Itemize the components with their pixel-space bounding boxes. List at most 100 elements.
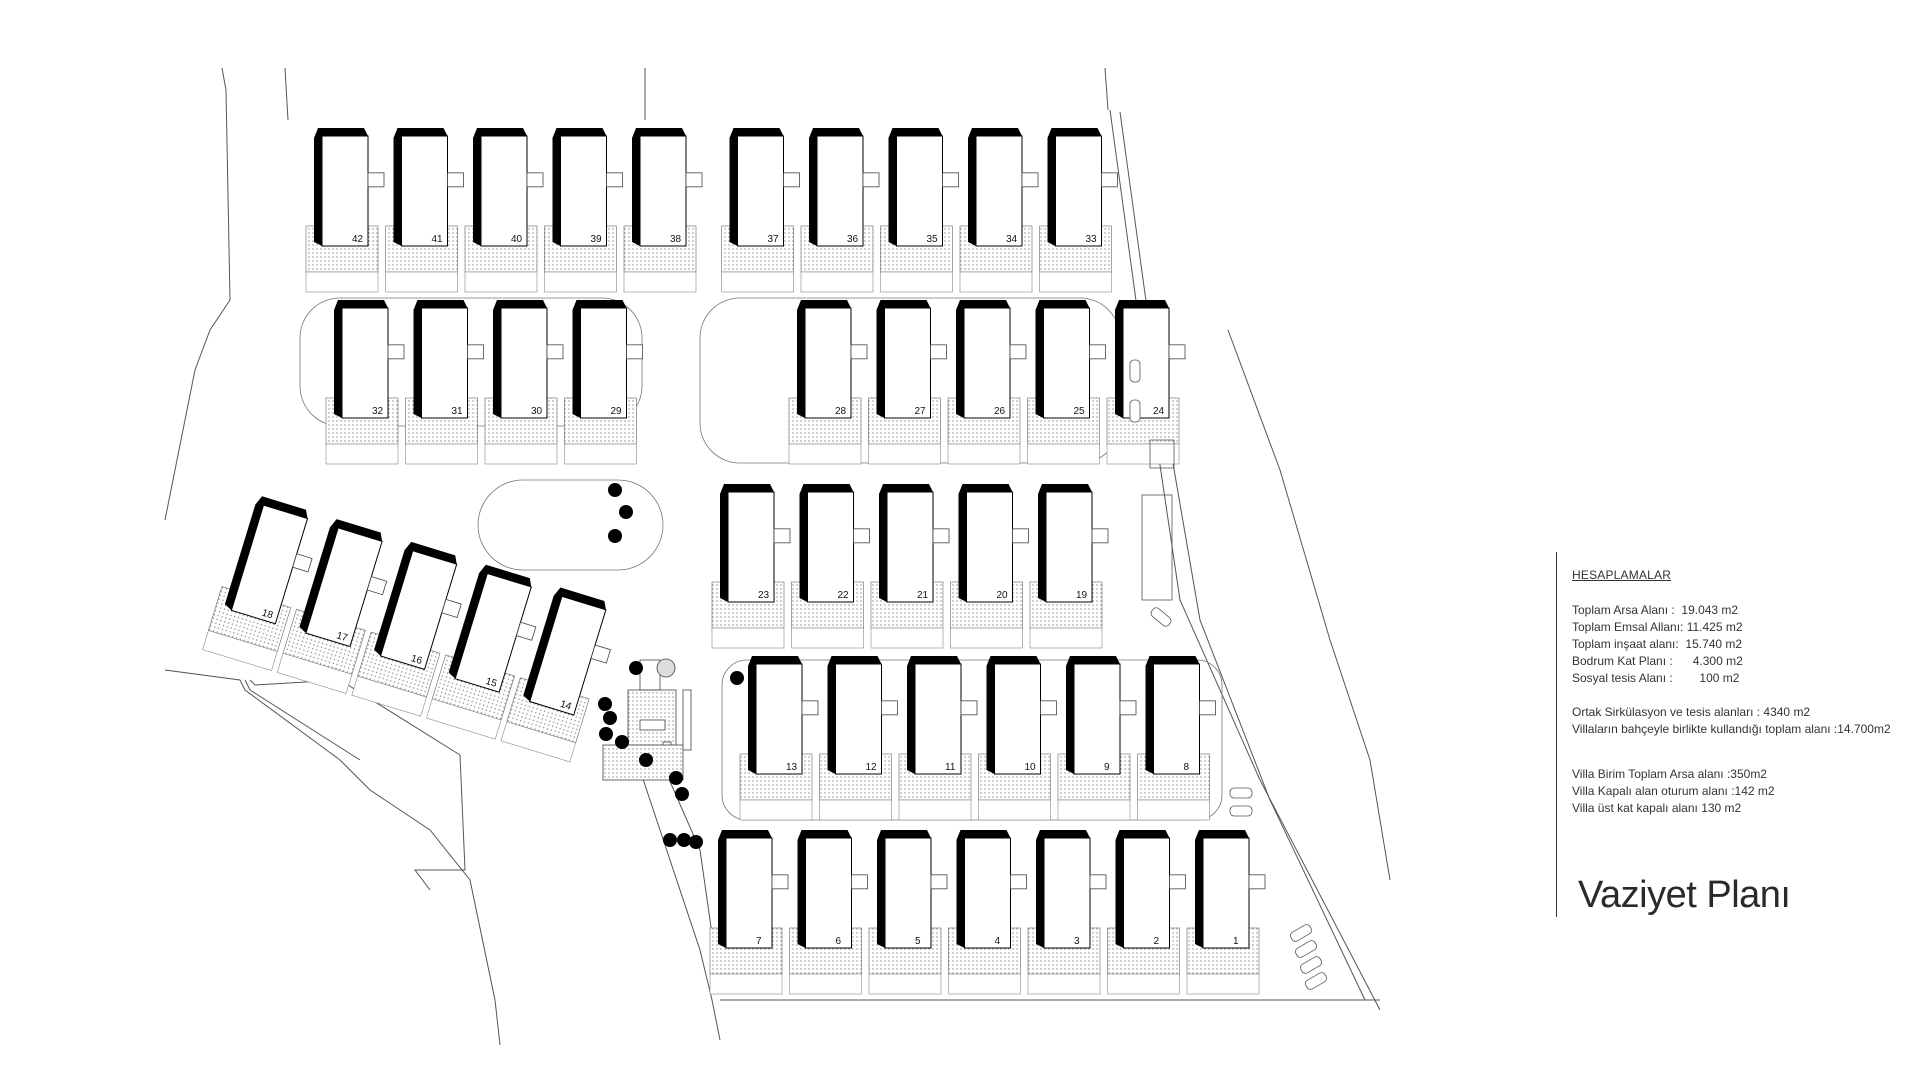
villa-24: 24 (1106, 300, 1186, 465)
villa-26: 26 (947, 300, 1027, 465)
villa-number-label: 19 (1076, 590, 1088, 601)
villa-38: 38 (623, 128, 703, 293)
villa-9: 9 (1057, 656, 1137, 821)
calc-basement-plan: Bodrum Kat Planı : 4.300 m2 (1572, 654, 1743, 668)
villa-number-label: 29 (611, 406, 623, 417)
villa-22: 22 (791, 484, 870, 649)
panel-divider (1556, 552, 1557, 917)
villa-39: 39 (544, 128, 623, 293)
villa-number-label: 31 (452, 406, 464, 417)
villa-number-label: 1 (1233, 936, 1239, 947)
villa-2: 2 (1107, 830, 1186, 995)
villa-number-label: 11 (945, 762, 956, 773)
villa-number-label: 7 (756, 936, 762, 947)
villa-number-label: 25 (1074, 406, 1086, 417)
villa-number-label: 37 (768, 234, 780, 245)
villa-number-label: 39 (591, 234, 603, 245)
trees (598, 483, 744, 849)
villa-37: 37 (721, 128, 800, 293)
villa-35: 35 (880, 128, 959, 293)
villa-8: 8 (1137, 656, 1216, 821)
calculations-heading: HESAPLAMALAR (1572, 568, 1672, 582)
villa-number-label: 32 (372, 406, 384, 417)
villa-31: 31 (405, 300, 484, 465)
calc-villa-garden-area: Villaların bahçeyle birlikte kullandığı … (1572, 722, 1891, 736)
villa-number-label: 3 (1074, 936, 1080, 947)
villa-6: 6 (789, 830, 868, 995)
villa-30: 30 (484, 300, 564, 465)
calc-total-plot-area: Toplam Arsa Alanı : 19.043 m2 (1572, 603, 1739, 617)
villa-3: 3 (1027, 830, 1107, 995)
villa-number-label: 16 (410, 653, 424, 667)
villa-42: 42 (305, 128, 385, 293)
villa-11: 11 (898, 656, 978, 821)
villa-13: 13 (739, 656, 819, 821)
villa-40: 40 (464, 128, 544, 293)
calc-villa-unit-plot: Villa Birim Toplam Arsa alanı :350m2 (1572, 767, 1767, 781)
villa-number-label: 6 (836, 936, 842, 947)
villa-12: 12 (819, 656, 898, 821)
villa-number-label: 18 (260, 608, 274, 622)
villa-number-label: 2 (1154, 936, 1160, 947)
villa-23: 23 (711, 484, 791, 649)
calc-total-construction-area: Toplam inşaat alanı: 15.740 m2 (1572, 637, 1743, 651)
villa-25: 25 (1027, 300, 1106, 465)
villa-7: 7 (709, 830, 789, 995)
calculations-panel: HESAPLAMALAR Toplam Arsa Alanı : 19.043 … (1556, 552, 1920, 917)
villa-number-label: 30 (531, 406, 543, 417)
villa-number-label: 23 (758, 590, 770, 601)
villa-number-label: 35 (927, 234, 939, 245)
villa-number-label: 41 (432, 234, 444, 245)
villa-number-label: 15 (484, 676, 498, 690)
parking (1129, 359, 1327, 990)
villa-number-label: 9 (1104, 762, 1110, 773)
villa-28: 28 (788, 300, 868, 465)
villa-number-label: 28 (835, 406, 847, 417)
villa-19: 19 (1029, 484, 1109, 649)
villa-number-label: 22 (838, 590, 850, 601)
villa-29: 29 (564, 300, 643, 465)
villa-18: 18 (202, 496, 313, 672)
villa-32: 32 (325, 300, 405, 465)
villa-number-label: 27 (915, 406, 927, 417)
villa-14: 14 (500, 587, 611, 763)
villa-10: 10 (978, 656, 1057, 821)
calc-villa-footprint: Villa Kapalı alan oturum alanı :142 m2 (1572, 784, 1775, 798)
villa-number-label: 40 (511, 234, 523, 245)
social-facility (602, 658, 692, 781)
villa-21: 21 (870, 484, 950, 649)
villa-16: 16 (351, 541, 462, 717)
villa-number-label: 4 (995, 936, 1001, 947)
villa-number-label: 20 (997, 590, 1009, 601)
villa-number-label: 26 (994, 406, 1006, 417)
villa-number-label: 17 (335, 630, 349, 644)
villa-number-label: 33 (1086, 234, 1098, 245)
villa-number-label: 14 (559, 699, 573, 713)
calc-villa-upper-floor: Villa üst kat kapalı alanı 130 m2 (1572, 801, 1742, 815)
villa-4: 4 (948, 830, 1027, 995)
calc-common-circulation: Ortak Sirkülasyon ve tesis alanları : 43… (1572, 705, 1811, 719)
villa-33: 33 (1039, 128, 1118, 293)
villa-5: 5 (868, 830, 948, 995)
villa-17: 17 (276, 519, 388, 694)
villa-number-label: 12 (866, 762, 878, 773)
villa-36: 36 (800, 128, 880, 293)
villa-number-label: 5 (915, 936, 921, 947)
villa-15: 15 (426, 564, 537, 740)
calc-social-facility-area: Sosyal tesis Alanı : 100 m2 (1572, 671, 1740, 685)
calc-total-emsal-area: Toplam Emsal Allanı: 11.425 m2 (1572, 620, 1743, 634)
page-title: Vaziyet Planı (1578, 874, 1791, 916)
villa-number-label: 38 (670, 234, 682, 245)
villa-number-label: 8 (1184, 762, 1190, 773)
villa-20: 20 (950, 484, 1029, 649)
villa-number-label: 34 (1006, 234, 1018, 245)
villa-number-label: 36 (847, 234, 859, 245)
villa-blocks-diagonal: 18 17 16 15 14 (202, 496, 611, 763)
villa-number-label: 24 (1153, 406, 1165, 417)
villa-number-label: 10 (1025, 762, 1037, 773)
villa-1: 1 (1186, 830, 1266, 995)
villa-number-label: 13 (786, 762, 798, 773)
site-boundary (164, 67, 1391, 1046)
